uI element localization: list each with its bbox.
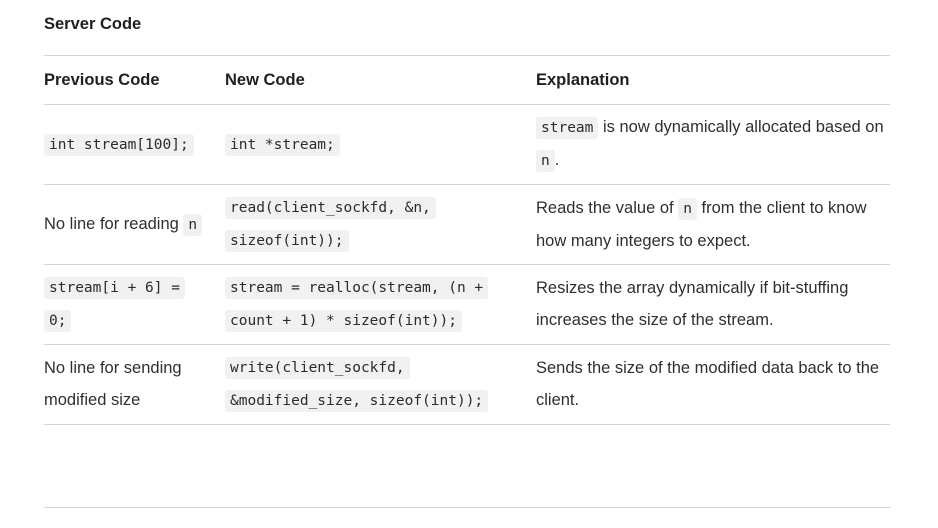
table-row: No line for sending modified size write(… — [44, 344, 890, 425]
explanation-text: Reads the value of — [536, 198, 679, 217]
previous-text: No line for reading — [44, 214, 184, 233]
inline-code: int stream[100]; — [44, 133, 194, 156]
inline-code: write(client_sockfd, &modified_size, siz… — [225, 357, 489, 412]
table-row: int stream[100]; int *stream; stream is … — [44, 104, 890, 185]
new-code-cell: int *stream; — [225, 105, 536, 185]
inline-code: n — [183, 213, 203, 236]
table-header-row: Previous Code New Code Explanation — [44, 55, 890, 105]
inline-code: n — [678, 197, 697, 220]
explanation-cell: Resizes the array dynamically if bit-stu… — [536, 279, 849, 329]
section-title: Server Code — [44, 15, 142, 33]
inline-code: int *stream; — [225, 133, 340, 156]
table-row: stream[i + 6] = 0; stream = realloc(stre… — [44, 264, 890, 345]
table-row: No line for reading n read(client_sockfd… — [44, 184, 890, 265]
new-code-cell: read(client_sockfd, &n, sizeof(int)); — [225, 185, 536, 265]
bottom-divider — [44, 507, 890, 508]
code-comparison-table: Previous Code New Code Explanation int s… — [44, 55, 890, 425]
column-header-new: New Code — [225, 70, 305, 89]
inline-code: n — [536, 150, 555, 172]
column-header-previous: Previous Code — [44, 70, 160, 89]
explanation-cell: Sends the size of the modified data back… — [536, 359, 880, 409]
previous-code-cell: int stream[100]; — [44, 105, 225, 185]
new-code-cell: stream = realloc(stream, (n + count + 1)… — [225, 265, 536, 345]
explanation-text: from the client to know how many integer… — [536, 198, 867, 250]
explanation-text: . — [554, 151, 560, 169]
previous-code-cell: No line for reading n — [44, 185, 225, 265]
previous-code-cell: No line for sending modified size — [44, 359, 182, 409]
new-code-cell: write(client_sockfd, &modified_size, siz… — [225, 345, 536, 425]
explanation-text: is now dynamically allocated based on — [598, 118, 884, 136]
inline-code: read(client_sockfd, &n, sizeof(int)); — [225, 197, 436, 252]
explanation-cell: stream is now dynamically allocated base… — [536, 105, 890, 185]
column-header-explanation: Explanation — [536, 70, 630, 89]
inline-code: stream — [536, 117, 599, 139]
inline-code: stream[i + 6] = 0; — [44, 277, 185, 332]
explanation-cell: Reads the value of n from the client to … — [536, 185, 890, 265]
inline-code: stream = realloc(stream, (n + count + 1)… — [225, 277, 489, 332]
previous-code-cell: stream[i + 6] = 0; — [44, 265, 225, 345]
